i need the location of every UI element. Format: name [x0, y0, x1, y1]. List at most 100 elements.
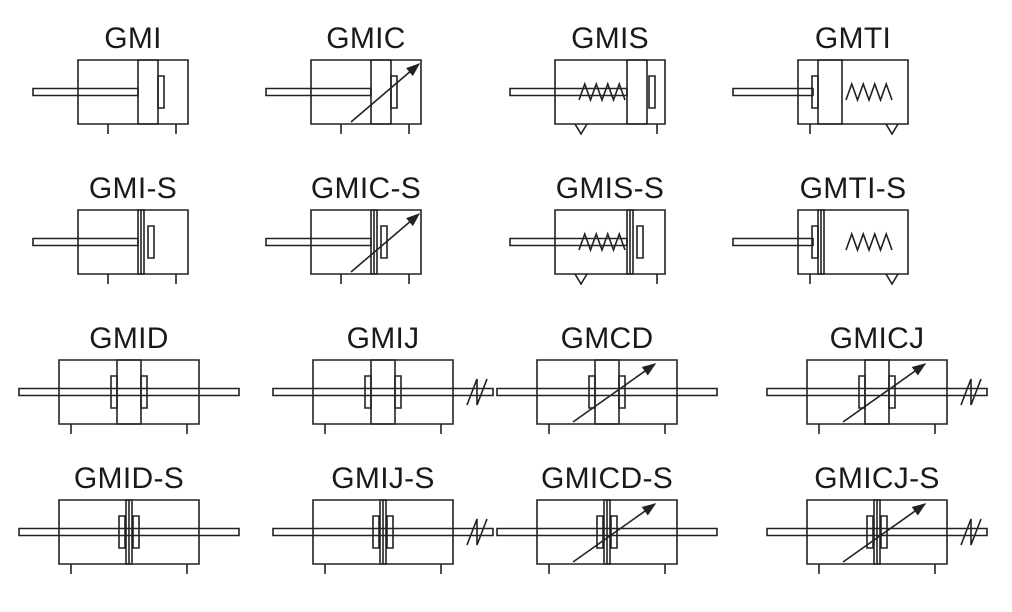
- symbol-group: [266, 60, 421, 134]
- symbol-group: [510, 60, 665, 134]
- cylinder-body: [807, 360, 947, 424]
- cushion-stub-left: [111, 376, 117, 408]
- spring-zigzag: [579, 234, 625, 250]
- rod-break-mark: [467, 379, 487, 405]
- symbol-label: GMIC: [326, 22, 406, 55]
- cushion-stub-right: [611, 516, 617, 548]
- cushion-stub-right: [141, 376, 147, 408]
- symbol-group: [19, 500, 239, 574]
- symbol-group: [273, 500, 493, 574]
- adjust-arrow-line: [573, 364, 655, 422]
- adjust-arrow-line: [351, 214, 419, 272]
- symbol-group: [33, 210, 188, 284]
- piston-rod: [510, 89, 627, 96]
- double-rod-cylinder-icon: [9, 354, 249, 444]
- symbol-group: [733, 60, 908, 134]
- rod-break-mark: [467, 519, 487, 545]
- piston-rod: [733, 89, 813, 96]
- piston-plate: [371, 360, 395, 424]
- symbol-group: [497, 360, 717, 434]
- piston-rod: [266, 239, 371, 246]
- cushion-stub-right: [395, 376, 401, 408]
- symbol-group: [266, 210, 421, 284]
- piston-plate: [117, 360, 141, 424]
- cushion-stub: [812, 226, 818, 258]
- piston-plate: [818, 60, 842, 124]
- adjust-arrow-head: [913, 504, 925, 515]
- adjust-arrow-head: [643, 504, 655, 515]
- piston-rod: [266, 89, 371, 96]
- symbol-label: GMTI-S: [799, 172, 907, 205]
- cylinder-body: [311, 210, 421, 274]
- double-rod-cylinder-magnet-icon: [9, 494, 249, 584]
- symbol-group: [33, 60, 188, 134]
- piston-rod: [497, 389, 717, 396]
- cushion-stub-right: [619, 376, 625, 408]
- adjust-arrow-line: [843, 504, 925, 562]
- exhaust-port-icon: [886, 274, 898, 284]
- spring-return-cylinder-icon: [728, 54, 968, 144]
- cylinder-body: [313, 360, 453, 424]
- symbol-group: [19, 360, 239, 434]
- cylinder-body: [555, 210, 665, 274]
- piston-plate: [371, 60, 391, 124]
- piston-rod: [19, 389, 239, 396]
- symbol-group: [273, 360, 493, 434]
- piston-rod: [733, 239, 813, 246]
- cushion-stub-left: [589, 376, 595, 408]
- rod-break-mark: [961, 519, 981, 545]
- cushion-stub-left: [119, 516, 125, 548]
- cushion-stub: [391, 76, 397, 108]
- cylinder-body: [798, 210, 908, 274]
- spring-return-cylinder-magnet-icon: [728, 204, 968, 294]
- symbol-label: GMTI: [814, 22, 892, 55]
- cylinder-body: [537, 360, 677, 424]
- cylinder-body: [798, 60, 908, 124]
- spring-zigzag: [579, 84, 625, 100]
- symbol-group: [767, 360, 987, 434]
- cylinder-body: [78, 60, 188, 124]
- spring-zigzag: [846, 234, 892, 250]
- double-rod-adjustable-stroke-magnet-icon: [263, 494, 503, 584]
- piston-rod: [33, 89, 138, 96]
- cushion-stub-left: [365, 376, 371, 408]
- symbol-group: [733, 210, 908, 284]
- piston-rod: [273, 389, 493, 396]
- piston-rod: [767, 389, 987, 396]
- symbol-group: [497, 500, 717, 574]
- double-rod-adjustable-stroke-icon: [263, 354, 503, 444]
- cylinder-body: [59, 360, 199, 424]
- double-rod-cushion-cylinder-magnet-icon: [487, 494, 727, 584]
- cushion-stub: [158, 76, 164, 108]
- piston-rod: [510, 239, 627, 246]
- symbol-label: GMI-S: [88, 172, 178, 205]
- symbol-group: [767, 500, 987, 574]
- symbol-label: GMCD: [560, 322, 654, 355]
- cushion-stub-left: [867, 516, 873, 548]
- cushion-stub-right: [133, 516, 139, 548]
- cushion-stub-left: [859, 376, 865, 408]
- symbol-label: GMIC-S: [310, 172, 422, 205]
- cylinder-body: [311, 60, 421, 124]
- exhaust-port-icon: [575, 124, 587, 134]
- piston-rod: [33, 239, 138, 246]
- double-rod-cushion-adjustable-icon: [757, 354, 997, 444]
- piston-plate: [138, 60, 158, 124]
- adjust-arrow-line: [351, 64, 419, 122]
- spring-zigzag: [846, 84, 892, 100]
- cylinder-body: [78, 210, 188, 274]
- cushion-stub: [148, 226, 154, 258]
- symbol-label: GMID: [89, 322, 169, 355]
- spring-cylinder-magnet-icon: [485, 204, 725, 294]
- symbol-label: GMI: [104, 22, 162, 55]
- cushion-stub-left: [597, 516, 603, 548]
- adjust-arrow-line: [573, 504, 655, 562]
- cushion-stub-right: [881, 516, 887, 548]
- symbol-label: GMICJ: [829, 322, 925, 355]
- symbol-label: GMID-S: [73, 462, 185, 495]
- cushion-stub: [637, 226, 643, 258]
- single-acting-cylinder-icon: [8, 54, 248, 144]
- symbol-label: GMICD-S: [540, 462, 674, 495]
- double-rod-cushion-adjustable-magnet-icon: [757, 494, 997, 584]
